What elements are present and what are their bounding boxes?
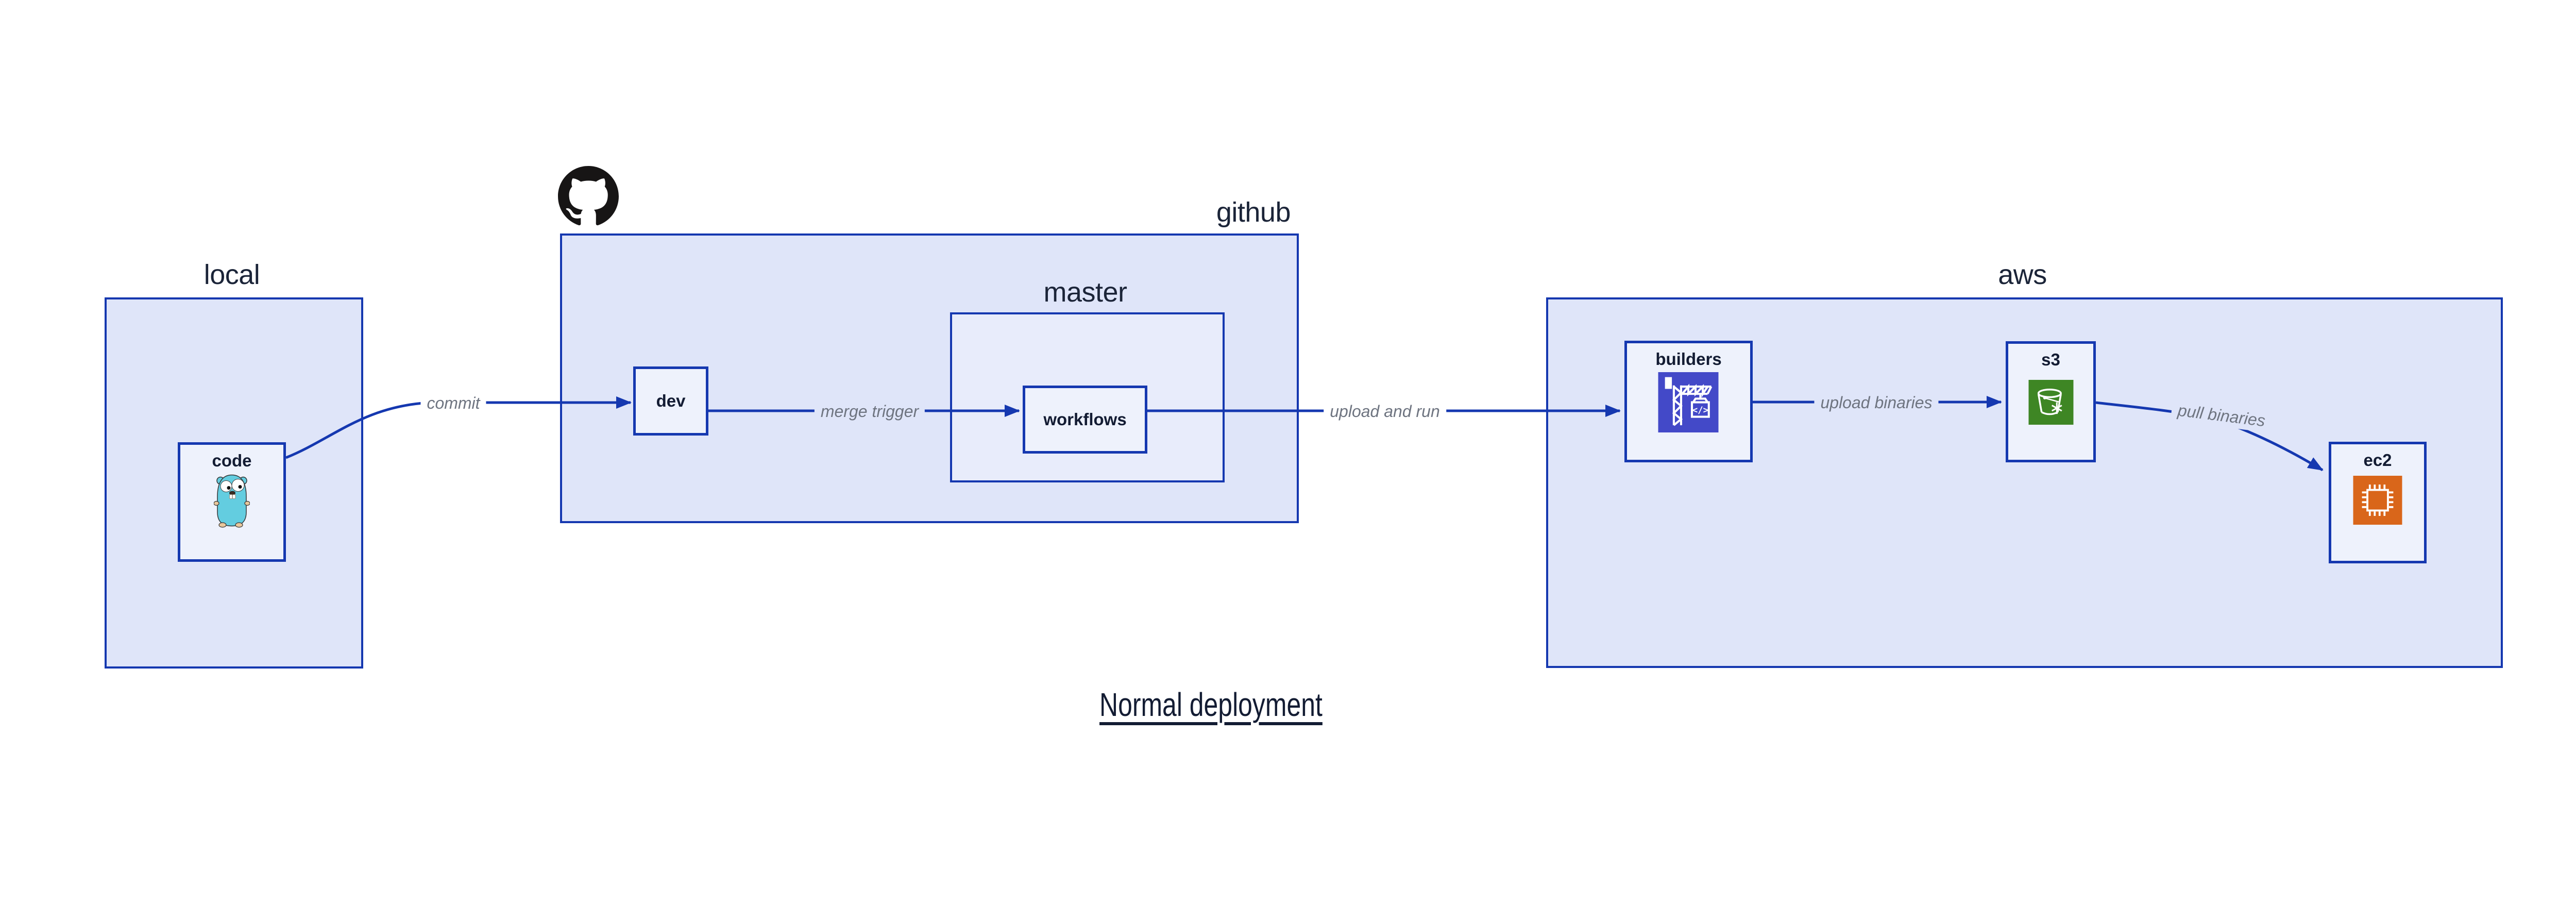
node-dev: dev bbox=[633, 366, 708, 436]
edge-label-upload-and-run: upload and run bbox=[1324, 400, 1446, 423]
go-gopher-icon bbox=[213, 473, 250, 528]
ec2-chip-icon bbox=[2353, 476, 2402, 525]
diagram-title: Normal deployment bbox=[1099, 686, 1323, 723]
node-label-code: code bbox=[212, 451, 252, 470]
group-label-local: local bbox=[204, 259, 260, 290]
group-label-github: github bbox=[1216, 197, 1291, 228]
node-workflows: workflows bbox=[1023, 386, 1147, 454]
node-label-builders: builders bbox=[1655, 349, 1722, 369]
node-label-workflows: workflows bbox=[1043, 410, 1127, 429]
node-label-ec2: ec2 bbox=[2363, 450, 2392, 470]
s3-bucket-icon bbox=[2028, 380, 2074, 425]
svg-text:</>: </> bbox=[1692, 406, 1709, 416]
edge-label-commit: commit bbox=[420, 392, 486, 414]
group-label-master: master bbox=[1043, 277, 1127, 308]
node-label-s3: s3 bbox=[2041, 350, 2060, 369]
codebuild-crane-icon: </> bbox=[1657, 372, 1719, 432]
github-octocat-icon bbox=[558, 166, 619, 227]
node-label-dev: dev bbox=[656, 391, 686, 410]
edge-label-merge-trigger: merge trigger bbox=[814, 400, 925, 423]
edge-label-upload-binaries: upload binaries bbox=[1814, 391, 1939, 414]
group-label-aws: aws bbox=[1998, 259, 2047, 290]
diagram-title-row: Normal deployment bbox=[799, 686, 1623, 724]
